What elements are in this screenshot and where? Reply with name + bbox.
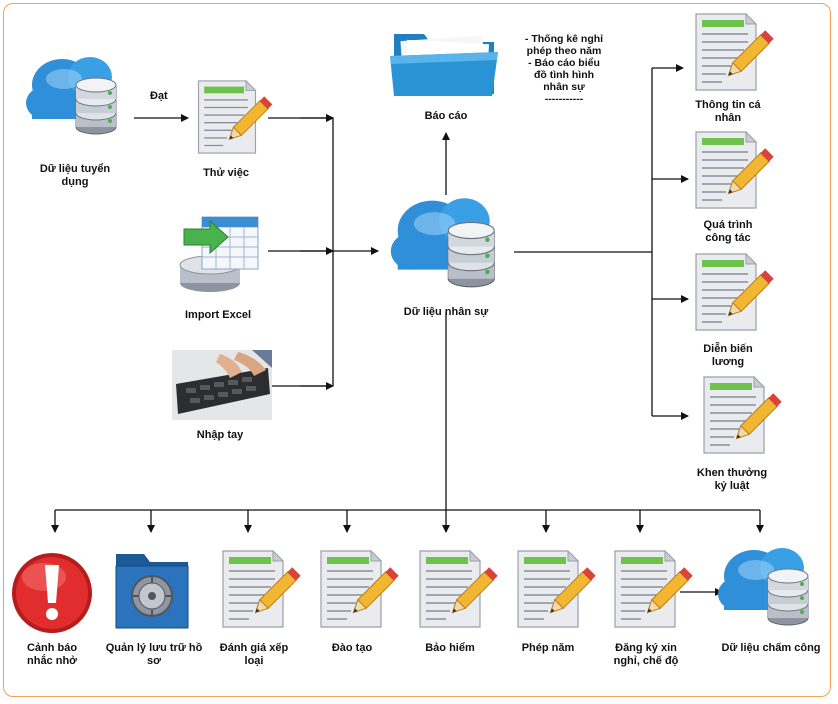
node-label-annual-leave: Phép năm bbox=[521, 642, 575, 654]
node-label-report: Báo cáo bbox=[424, 110, 468, 122]
document-pencil-icon bbox=[695, 253, 775, 331]
folder-icon bbox=[390, 34, 498, 96]
document-pencil-icon bbox=[614, 550, 694, 628]
collector-line bbox=[268, 117, 334, 386]
edge-label-pass: Đạt bbox=[150, 90, 168, 102]
document-pencil-icon bbox=[222, 550, 302, 628]
node-label-salary-history: Diễn biến lương bbox=[703, 343, 753, 368]
document-pencil-icon bbox=[695, 13, 775, 91]
node-label-manual-input: Nhập tay bbox=[196, 429, 244, 441]
node-label-records: Quản lý lưu trữ hồ sơ bbox=[105, 642, 203, 667]
document-pencil-icon bbox=[320, 550, 400, 628]
document-pencil-icon bbox=[517, 550, 597, 628]
warning-icon bbox=[12, 553, 92, 633]
database-cloud-icon bbox=[390, 197, 495, 288]
node-label-leave-request: Đăng ký xin nghỉ, chế độ bbox=[613, 642, 679, 667]
database-cloud-icon bbox=[25, 56, 117, 135]
node-label-evaluation: Đánh giá xếp loại bbox=[219, 642, 289, 667]
document-pencil-icon bbox=[419, 550, 499, 628]
node-label-attendance-data: Dữ liệu chấm công bbox=[721, 642, 821, 654]
document-pencil-icon bbox=[703, 376, 783, 454]
vault-folder-icon bbox=[115, 554, 189, 629]
report-note: - Thống kê nghỉ phép theo năm - Báo cáo … bbox=[524, 33, 604, 105]
node-label-insurance: Bảo hiểm bbox=[425, 642, 475, 654]
node-label-recruit-data: Dữ liệu tuyển dụng bbox=[39, 163, 111, 188]
node-label-probation: Thử việc bbox=[203, 167, 249, 179]
document-pencil-icon bbox=[197, 80, 273, 154]
connectors bbox=[51, 64, 764, 596]
diagram-frame bbox=[3, 3, 831, 697]
node-label-hr-data: Dữ liệu nhân sự bbox=[403, 306, 489, 318]
document-pencil-icon bbox=[695, 131, 775, 209]
node-label-personal-info: Thông tin cá nhân bbox=[695, 99, 761, 124]
keyboard-typing-icon bbox=[172, 350, 272, 420]
node-label-warning: Cảnh báo nhắc nhở bbox=[26, 642, 78, 667]
node-label-import-excel: Import Excel bbox=[184, 309, 252, 321]
node-label-reward-discipline: Khen thưởng kỷ luật bbox=[696, 467, 768, 492]
node-label-training: Đào tạo bbox=[331, 642, 373, 654]
node-label-work-history: Quá trình công tác bbox=[703, 219, 753, 244]
excel-table-icon bbox=[179, 216, 259, 292]
database-cloud-icon bbox=[717, 547, 809, 626]
